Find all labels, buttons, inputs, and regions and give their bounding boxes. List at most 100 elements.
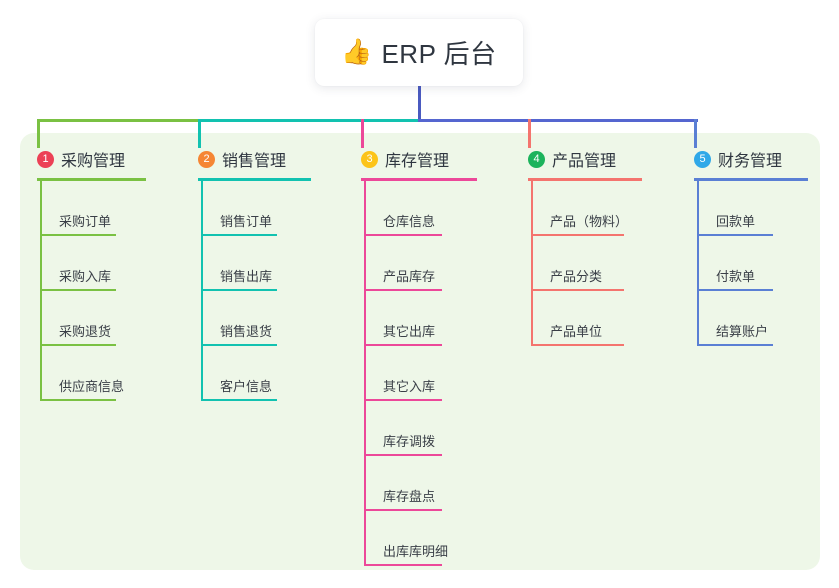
column-title-4: 产品管理 [552,153,617,170]
leaf-item[interactable]: 库存盘点 [361,456,477,511]
column-spine-5 [697,181,699,346]
leaf-item-rule [531,234,624,236]
leaf-item-label: 库存盘点 [383,489,436,504]
leaf-item[interactable]: 库存调拨 [361,401,477,456]
leaf-item[interactable]: 产品库存 [361,236,477,291]
diagram-panel [20,133,820,570]
leaf-item-rule [364,344,442,346]
leaf-item[interactable]: 销售出库 [198,236,311,291]
leaf-item-rule [364,289,442,291]
leaf-item-rule [697,289,773,291]
leaf-item[interactable]: 其它出库 [361,291,477,346]
column-rule-1 [37,178,146,181]
leaf-item-rule [697,234,773,236]
leaf-item[interactable]: 客户信息 [198,346,311,401]
drop-line-4 [528,119,531,148]
leaf-item-rule [364,509,442,511]
bus-segment-right [418,119,698,122]
leaf-item-label: 产品库存 [383,269,436,284]
leaf-item[interactable]: 出库库明细 [361,511,477,566]
root-stem [418,86,421,122]
column-items-3: 仓库信息产品库存其它出库其它入库库存调拨库存盘点出库库明细 [361,181,477,566]
column-title-5: 财务管理 [718,153,783,170]
leaf-item-label: 销售订单 [220,214,273,229]
leaf-item[interactable]: 销售退货 [198,291,311,346]
leaf-item-label: 客户信息 [220,379,273,394]
leaf-item[interactable]: 仓库信息 [361,181,477,236]
column-spine-3 [364,181,366,566]
drop-line-1 [37,119,40,148]
column-spine-4 [531,181,533,346]
drop-line-2 [198,119,201,148]
leaf-item-label: 付款单 [716,269,756,284]
leaf-item-rule [40,289,116,291]
leaf-item-label: 仓库信息 [383,214,436,229]
leaf-item-label: 销售出库 [220,269,273,284]
thumbs-up-icon: 👍 [341,38,373,66]
drop-line-5 [694,119,697,148]
leaf-item[interactable]: 销售订单 [198,181,311,236]
column-title-3: 库存管理 [385,153,450,170]
column-items-1: 采购订单采购入库采购退货供应商信息 [37,181,146,401]
column-3: 3 库存管理仓库信息产品库存其它出库其它入库库存调拨库存盘点出库库明细 [361,148,477,566]
drop-line-3 [361,119,364,148]
column-header-3[interactable]: 3 库存管理 [361,148,477,170]
leaf-item-label: 回款单 [716,214,756,229]
leaf-item-label: 结算账户 [716,324,769,339]
leaf-item[interactable]: 供应商信息 [37,346,146,401]
column-header-2[interactable]: 2 销售管理 [198,148,311,170]
leaf-item-rule [201,234,277,236]
leaf-item[interactable]: 采购订单 [37,181,146,236]
column-badge-2: 2 [198,150,215,168]
leaf-item-label: 供应商信息 [59,379,125,394]
leaf-item-rule [40,399,116,401]
leaf-item-label: 出库库明细 [383,544,449,559]
column-title-1: 采购管理 [61,153,126,170]
leaf-item[interactable]: 回款单 [694,181,808,236]
leaf-item-rule [40,234,116,236]
column-spine-2 [201,181,203,401]
column-items-2: 销售订单销售出库销售退货客户信息 [198,181,311,401]
leaf-item-rule [697,344,773,346]
leaf-item[interactable]: 产品（物料） [528,181,642,236]
leaf-item-label: 产品分类 [550,269,603,284]
leaf-item[interactable]: 采购入库 [37,236,146,291]
column-header-5[interactable]: 5 财务管理 [694,148,808,170]
column-spine-1 [40,181,42,401]
column-rule-3 [361,178,477,181]
leaf-item[interactable]: 结算账户 [694,291,808,346]
leaf-item[interactable]: 产品分类 [528,236,642,291]
bus-segment-left [38,119,199,122]
leaf-item[interactable]: 付款单 [694,236,808,291]
column-rule-5 [694,178,808,181]
leaf-item-label: 其它入库 [383,379,436,394]
leaf-item-label: 产品单位 [550,324,603,339]
leaf-item[interactable]: 采购退货 [37,291,146,346]
leaf-item-rule [364,234,442,236]
column-rule-2 [198,178,311,181]
column-title-2: 销售管理 [222,153,287,170]
leaf-item-label: 销售退货 [220,324,273,339]
root-title: ERP 后台 [381,39,497,69]
column-badge-3: 3 [361,150,378,168]
leaf-item-rule [201,289,277,291]
leaf-item-label: 采购订单 [59,214,112,229]
leaf-item-rule [201,344,277,346]
leaf-item-rule [531,344,624,346]
leaf-item-rule [40,344,116,346]
leaf-item[interactable]: 其它入库 [361,346,477,401]
root-node[interactable]: 👍 ERP 后台 [315,19,523,86]
column-badge-5: 5 [694,150,711,168]
leaf-item-label: 其它出库 [383,324,436,339]
bus-segment-mid [199,119,420,122]
leaf-item-rule [364,454,442,456]
leaf-item-label: 产品（物料） [550,214,629,229]
column-rule-4 [528,178,642,181]
leaf-item-rule [201,399,277,401]
leaf-item-label: 库存调拨 [383,434,436,449]
leaf-item[interactable]: 产品单位 [528,291,642,346]
